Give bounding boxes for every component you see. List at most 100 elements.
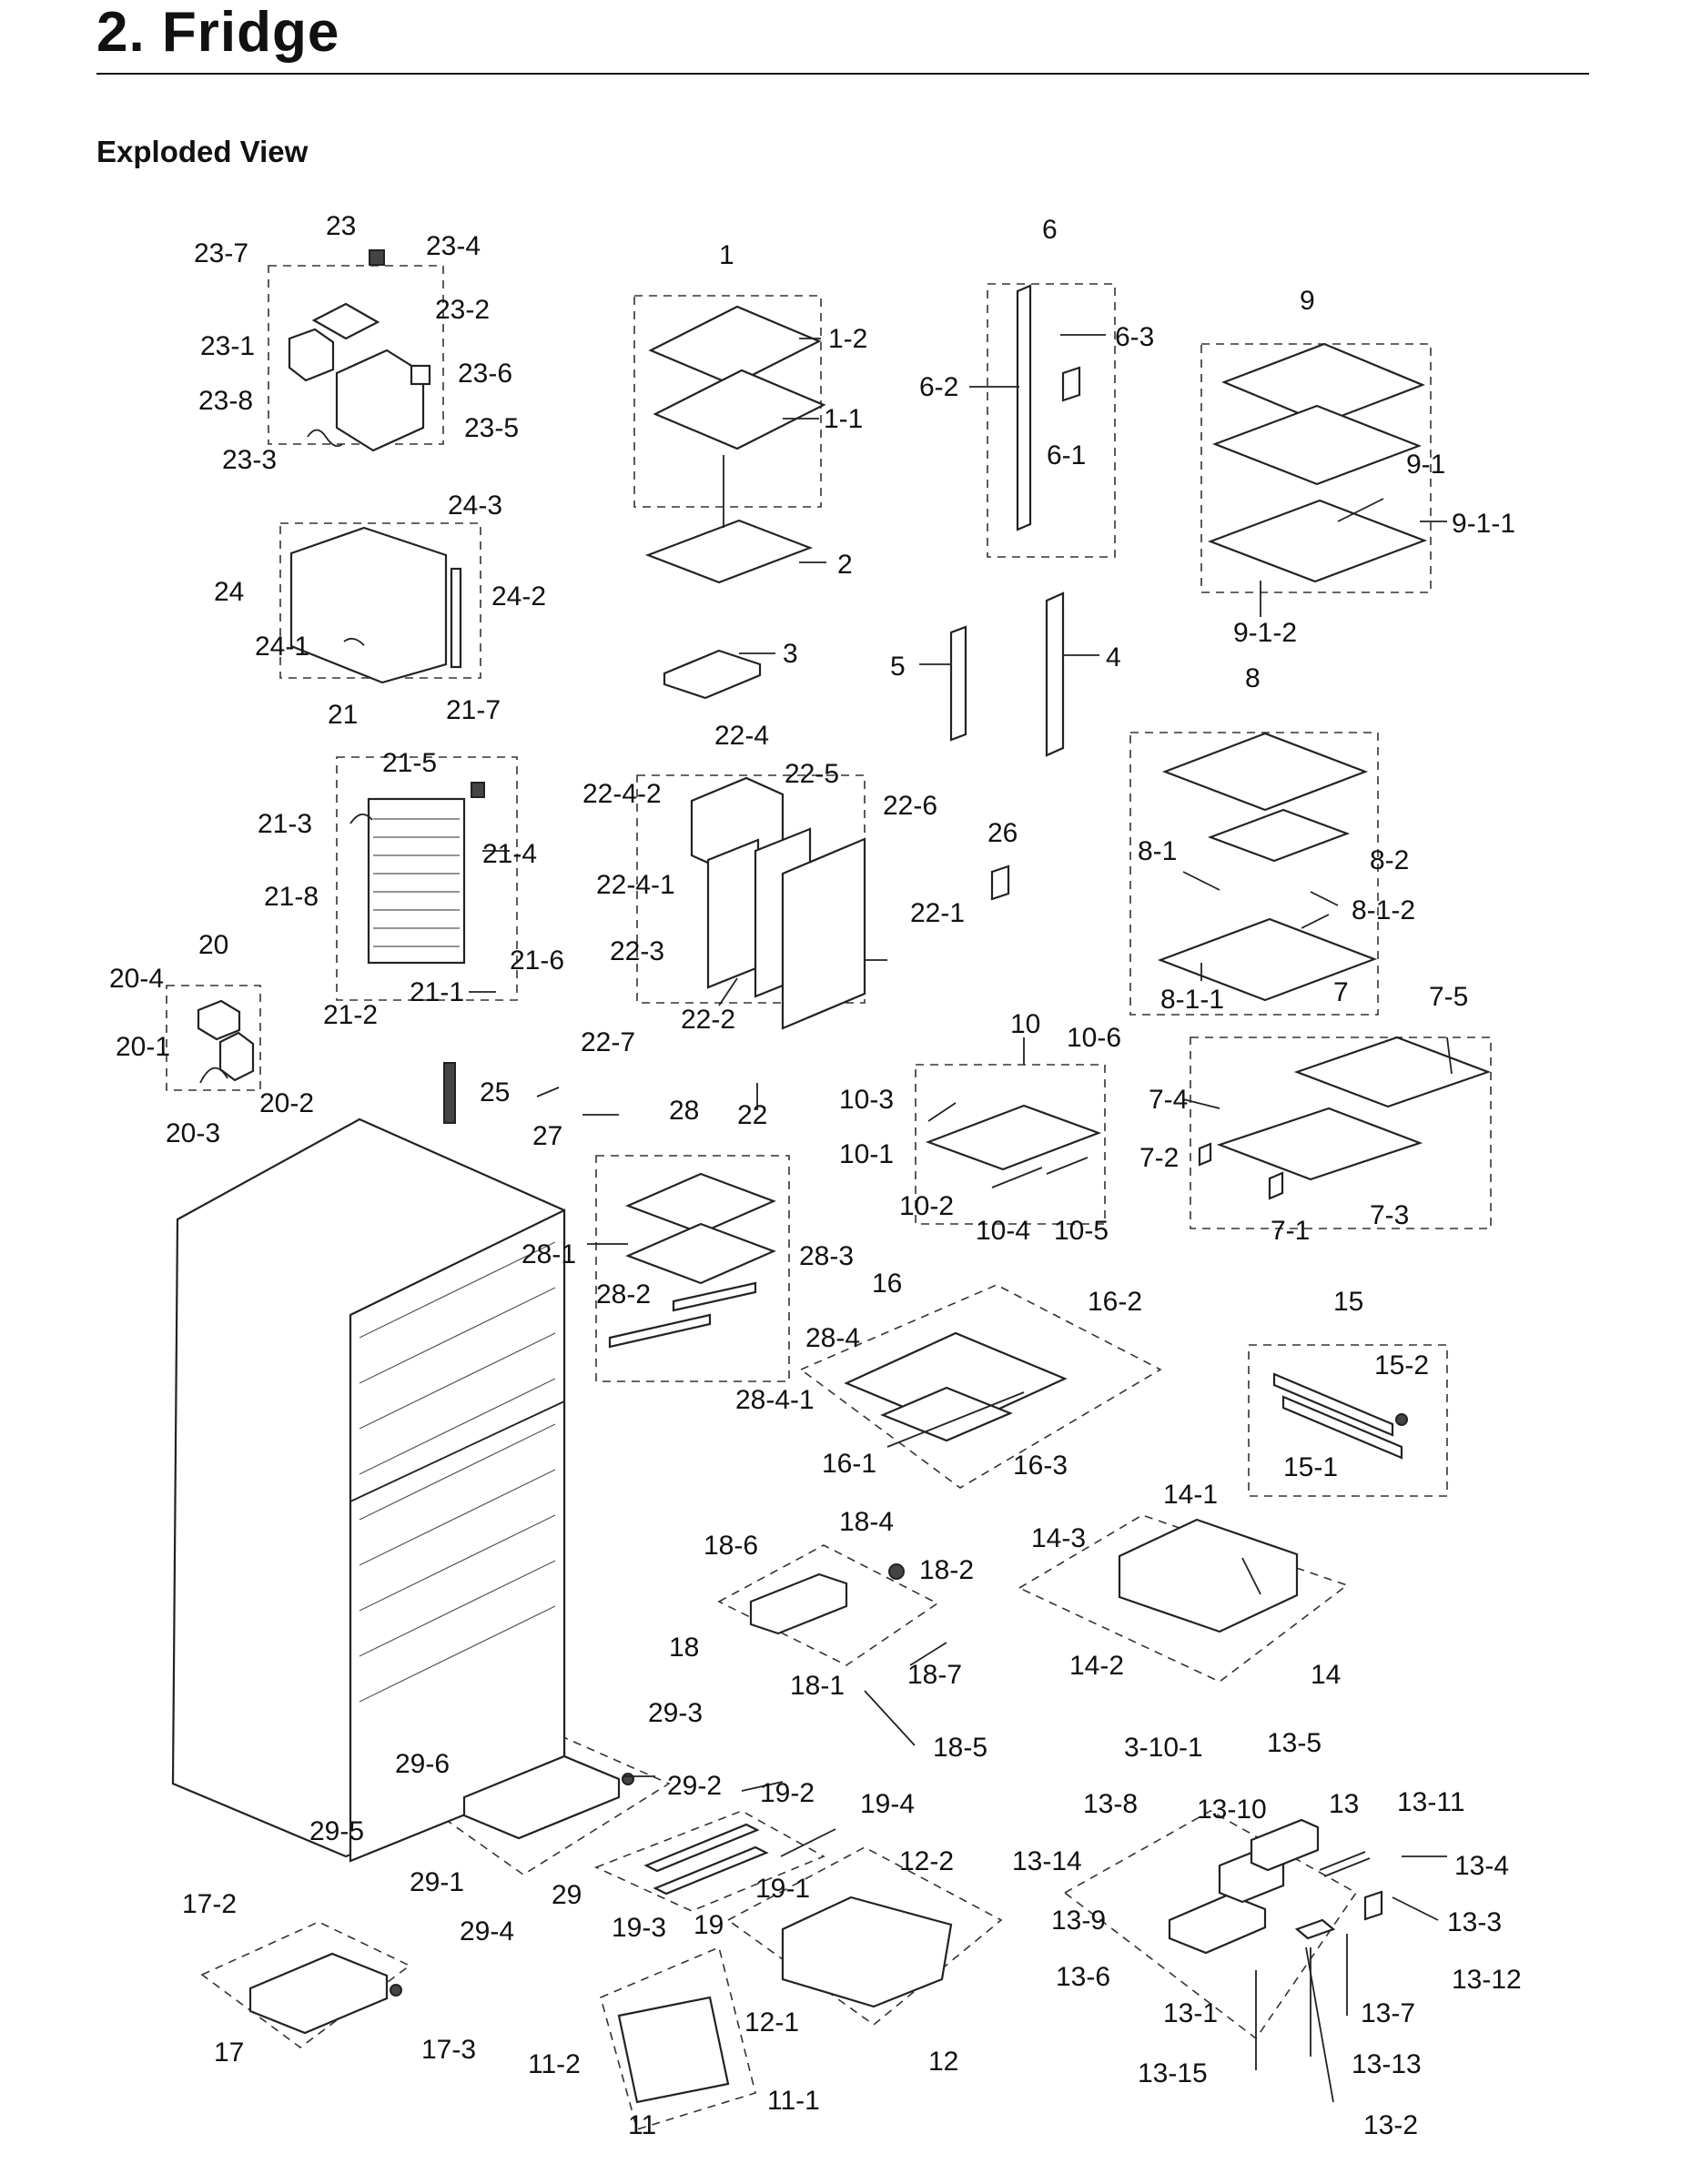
part-24-1 bbox=[343, 637, 365, 646]
part-1-2 bbox=[648, 305, 822, 387]
callout-13-8: 13-8 bbox=[1083, 1789, 1138, 1819]
callout-22-5: 22-5 bbox=[785, 759, 839, 789]
part-13-5 bbox=[1250, 1818, 1320, 1872]
callout-13-1: 13-1 bbox=[1163, 1998, 1218, 2028]
callout-11: 11 bbox=[628, 2110, 656, 2140]
part-7-1 bbox=[1268, 1171, 1284, 1200]
callout-6-3: 6-3 bbox=[1115, 322, 1154, 352]
part-22-1 bbox=[781, 837, 866, 1030]
callout-18-6: 18-6 bbox=[704, 1531, 758, 1561]
part-15-1 bbox=[1281, 1395, 1403, 1460]
callout-13-5: 13-5 bbox=[1267, 1728, 1322, 1758]
callout-21-2: 21-2 bbox=[323, 1000, 378, 1030]
part-14-drawer bbox=[1118, 1518, 1299, 1633]
callout-13-6: 13-6 bbox=[1056, 1962, 1110, 1992]
callout-29-4: 29-4 bbox=[460, 1916, 514, 1946]
part-21-7 bbox=[471, 782, 485, 798]
part-11-panel bbox=[617, 1996, 730, 2104]
callout-18-4: 18-4 bbox=[839, 1507, 894, 1537]
callout-24-1: 24-1 bbox=[255, 632, 309, 662]
callout-1-2: 1-2 bbox=[828, 324, 867, 354]
part-28-glass bbox=[625, 1172, 776, 1235]
callout-15-2: 15-2 bbox=[1374, 1350, 1429, 1380]
callout-11-2: 11-2 bbox=[528, 2049, 581, 2079]
part-12-bin bbox=[781, 1896, 953, 2008]
group-16-outline bbox=[799, 1284, 1162, 1489]
callout-20-1: 20-1 bbox=[116, 1032, 170, 1062]
part-28-1 bbox=[625, 1222, 776, 1285]
callout-23-6: 23-6 bbox=[458, 359, 512, 389]
callout-7-1: 7-1 bbox=[1271, 1216, 1310, 1246]
group-10-outline bbox=[915, 1064, 1106, 1225]
callout-29-1: 29-1 bbox=[410, 1867, 464, 1897]
part-9-glass bbox=[1221, 342, 1425, 425]
part-7-frame bbox=[1216, 1107, 1423, 1181]
callout-22-4-2: 22-4-2 bbox=[582, 779, 662, 809]
callout-9: 9 bbox=[1300, 286, 1315, 316]
part-8-2 bbox=[1207, 808, 1351, 863]
callout-19-2: 19-2 bbox=[760, 1778, 815, 1808]
group-21-outline bbox=[336, 756, 518, 1001]
part-9-1-2 bbox=[1207, 499, 1428, 583]
callout-8-1-2: 8-1-2 bbox=[1352, 895, 1415, 925]
callout-13-3: 13-3 bbox=[1447, 1907, 1502, 1937]
callout-21-3: 21-3 bbox=[258, 809, 312, 839]
callout-24-3: 24-3 bbox=[448, 490, 502, 521]
callout-23-8: 23-8 bbox=[198, 386, 253, 416]
callout-28: 28 bbox=[669, 1096, 699, 1126]
callout-21-7: 21-7 bbox=[446, 695, 501, 725]
callout-10-1: 10-1 bbox=[839, 1139, 894, 1169]
callout-29-2: 29-2 bbox=[667, 1771, 722, 1801]
callout-13-10: 13-10 bbox=[1197, 1795, 1267, 1825]
part-22-4-1 bbox=[706, 838, 760, 989]
callout-18-2: 18-2 bbox=[919, 1555, 974, 1585]
callout-14-2: 14-2 bbox=[1069, 1651, 1124, 1681]
part-29-tray bbox=[462, 1754, 621, 1840]
part-26 bbox=[990, 864, 1010, 901]
part-17-3 bbox=[390, 1984, 402, 1997]
callout-21-1: 21-1 bbox=[410, 977, 464, 1007]
callout-6-1: 6-1 bbox=[1047, 440, 1086, 470]
callout-21-4: 21-4 bbox=[482, 839, 537, 869]
group-19-outline bbox=[593, 1810, 825, 1912]
callout-22-7: 22-7 bbox=[581, 1027, 635, 1057]
callout-20-2: 20-2 bbox=[259, 1088, 314, 1118]
part-10-1 bbox=[925, 1104, 1102, 1171]
callout-6: 6 bbox=[1042, 215, 1058, 245]
callout-8-1: 8-1 bbox=[1138, 836, 1177, 866]
group-6-outline bbox=[987, 283, 1116, 558]
callout-22-6: 22-6 bbox=[883, 791, 937, 821]
callout-8: 8 bbox=[1245, 663, 1261, 693]
callout-22-4-1: 22-4-1 bbox=[596, 870, 675, 900]
part-7-glass bbox=[1293, 1036, 1492, 1108]
callout-1: 1 bbox=[719, 240, 734, 270]
callout-23-4: 23-4 bbox=[426, 231, 481, 261]
part-16-3 bbox=[886, 1391, 1025, 1448]
callout-7-2: 7-2 bbox=[1139, 1143, 1179, 1173]
part-8-glass bbox=[1161, 732, 1369, 812]
part-18-1 bbox=[749, 1572, 848, 1635]
callout-22-4: 22-4 bbox=[714, 721, 769, 751]
callout-28-3: 28-3 bbox=[799, 1241, 854, 1271]
part-23-2 bbox=[311, 302, 380, 340]
callout-23: 23 bbox=[326, 211, 356, 241]
part-3 bbox=[663, 649, 762, 700]
callout-3-10-1: 3-10-1 bbox=[1124, 1733, 1203, 1763]
part-20-3 bbox=[199, 1067, 228, 1084]
callout-10-2: 10-2 bbox=[899, 1191, 954, 1221]
part-4 bbox=[1045, 592, 1065, 757]
part-23-5 bbox=[335, 349, 425, 452]
callout-10: 10 bbox=[1010, 1009, 1040, 1039]
callout-22: 22 bbox=[737, 1100, 767, 1130]
callout-15: 15 bbox=[1333, 1287, 1363, 1317]
part-24 bbox=[289, 526, 448, 684]
group-18-outline bbox=[717, 1544, 939, 1666]
section-heading: Exploded View bbox=[96, 135, 309, 168]
part-5 bbox=[949, 625, 967, 742]
part-17-panel bbox=[248, 1952, 389, 2035]
callout-29-3: 29-3 bbox=[648, 1698, 703, 1728]
callout-13-12: 13-12 bbox=[1452, 1965, 1522, 1995]
callout-28-1: 28-1 bbox=[522, 1239, 576, 1269]
part-23-6 bbox=[410, 364, 431, 386]
callout-19-3: 19-3 bbox=[612, 1913, 666, 1943]
